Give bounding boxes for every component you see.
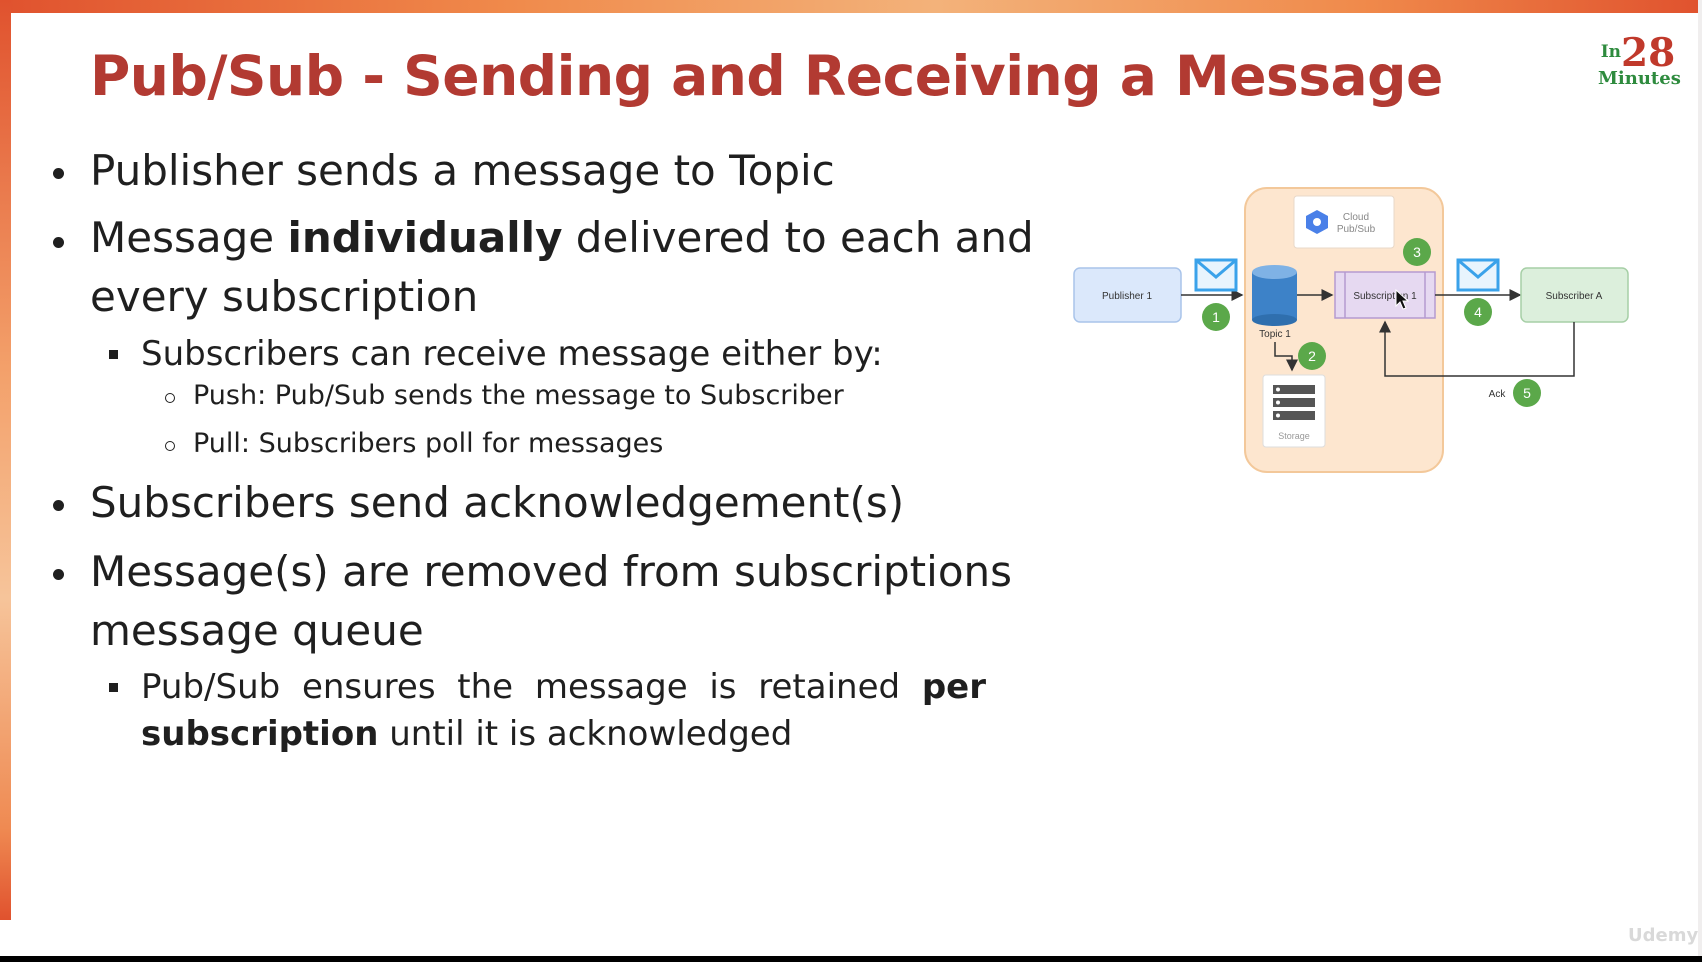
svg-text:2: 2 bbox=[1308, 348, 1316, 364]
slide-title: Pub/Sub - Sending and Receiving a Messag… bbox=[90, 44, 1443, 108]
mouse-cursor-icon bbox=[1395, 288, 1410, 310]
bullet-individually-delivered-line1: Message individually delivered to each a… bbox=[90, 213, 1034, 262]
sub-sub-bullet-circle bbox=[165, 393, 175, 403]
emphasis-subscription: subscription bbox=[141, 714, 379, 754]
logo-prefix: In bbox=[1600, 42, 1622, 62]
bullet-messages-removed-line2: message queue bbox=[90, 606, 424, 655]
storage-box: Storage bbox=[1262, 374, 1326, 448]
text-run: Pub/Sub ensures the message is retained bbox=[141, 667, 901, 707]
slide-top-accent-bar bbox=[0, 0, 1702, 13]
svg-text:5: 5 bbox=[1523, 385, 1531, 401]
step-badge: 4 bbox=[1464, 298, 1492, 326]
cloud-pubsub-label-2: Pub/Sub bbox=[1337, 224, 1376, 235]
in28minutes-logo: In28 Minutes bbox=[1598, 30, 1681, 89]
message-envelope-icon bbox=[1456, 258, 1500, 292]
sub-sub-bullet-circle bbox=[165, 441, 175, 451]
storage-label: Storage bbox=[1278, 431, 1310, 441]
storage-arrow bbox=[1274, 342, 1298, 372]
sub-bullet-square bbox=[109, 350, 118, 359]
svg-text:1: 1 bbox=[1212, 309, 1220, 325]
sub-bullet-square bbox=[109, 683, 118, 692]
sub-bullet-retained-line1: Pub/Sub ensures the message is retained … bbox=[141, 667, 986, 707]
topic-label: Topic 1 bbox=[1259, 329, 1291, 340]
logo-word: Minutes bbox=[1598, 68, 1681, 89]
bullet-messages-removed-line1: Message(s) are removed from subscription… bbox=[90, 547, 1013, 596]
publisher-label: Publisher 1 bbox=[1102, 291, 1152, 302]
sub-bullet-retained-line2: subscription until it is acknowledged bbox=[141, 714, 792, 754]
sub-bullet-receive-either-by: Subscribers can receive message either b… bbox=[141, 334, 883, 374]
subscriber-box: Subscriber A bbox=[1520, 267, 1629, 323]
publisher-box: Publisher 1 bbox=[1073, 267, 1182, 323]
subscriber-label: Subscriber A bbox=[1546, 291, 1603, 302]
step-badge: 3 bbox=[1403, 238, 1431, 266]
slide-right-edge bbox=[1698, 0, 1702, 956]
cloud-pubsub-badge: Cloud Pub/Sub bbox=[1293, 195, 1395, 249]
bullet-individually-delivered-line2: every subscription bbox=[90, 272, 479, 321]
udemy-watermark: Udemy bbox=[1628, 925, 1699, 946]
bullet-dot bbox=[53, 168, 64, 179]
emphasis-individually: individually bbox=[287, 213, 563, 262]
bullet-send-acknowledgements: Subscribers send acknowledgement(s) bbox=[90, 478, 905, 527]
cloud-pubsub-label-1: Cloud bbox=[1343, 212, 1369, 223]
bullet-dot bbox=[53, 569, 64, 580]
step-badge: 1 bbox=[1202, 303, 1230, 331]
slide-left-accent-bar bbox=[0, 0, 11, 920]
step-badge: 2 bbox=[1298, 342, 1326, 370]
svg-text:4: 4 bbox=[1474, 304, 1482, 320]
cloud-pubsub-icon bbox=[1306, 210, 1328, 234]
bullet-publisher-sends: Publisher sends a message to Topic bbox=[90, 146, 835, 195]
text-run: Message bbox=[90, 213, 288, 262]
pubsub-flow-diagram: Cloud Pub/Sub Publisher 1 1 Topic 1 2 bbox=[1073, 187, 1629, 473]
ack-arrow bbox=[1379, 320, 1575, 377]
message-envelope-icon bbox=[1194, 258, 1238, 292]
text-run: delivered to each and bbox=[562, 213, 1034, 262]
logo-number: 28 bbox=[1621, 30, 1676, 76]
storage-server-icon bbox=[1273, 385, 1315, 420]
ack-label: Ack bbox=[1489, 389, 1507, 400]
step-badge: 5 bbox=[1513, 379, 1541, 407]
sub-sub-bullet-push: Push: Pub/Sub sends the message to Subsc… bbox=[193, 380, 844, 411]
topic-cylinder-icon bbox=[1252, 265, 1297, 326]
subscription-box: Subscription 1 bbox=[1334, 271, 1436, 319]
bullet-dot bbox=[53, 237, 64, 248]
text-run: until it is acknowledged bbox=[378, 714, 793, 754]
subscription-label: Subscription 1 bbox=[1353, 291, 1417, 302]
bullet-dot bbox=[53, 500, 64, 511]
sub-sub-bullet-pull: Pull: Subscribers poll for messages bbox=[193, 428, 664, 459]
emphasis-per: per bbox=[921, 667, 987, 707]
svg-text:3: 3 bbox=[1413, 244, 1421, 260]
